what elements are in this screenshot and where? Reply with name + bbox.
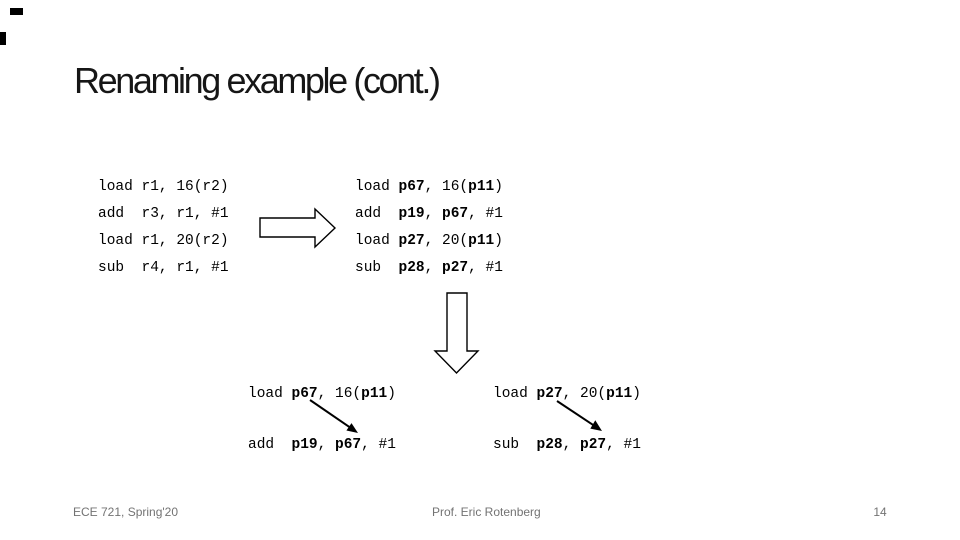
corner-mark-left bbox=[0, 32, 6, 45]
block-arrow-right-icon bbox=[259, 207, 337, 249]
page-title: Renaming example (cont.) bbox=[74, 60, 441, 101]
dependency-arrow-1 bbox=[309, 399, 358, 433]
code-line-chain2-2: sub p28, p27, #1 bbox=[493, 437, 641, 453]
block-arrow-down-icon bbox=[433, 292, 480, 375]
code-line-before-4: sub r4, r1, #1 bbox=[98, 260, 229, 276]
footer-course: ECE 721, Spring'20 bbox=[73, 505, 179, 519]
code-line-chain1-2: add p19, p67, #1 bbox=[248, 437, 396, 453]
code-line-chain1-1: load p67, 16(p11) bbox=[248, 386, 396, 402]
code-line-before-1: load r1, 16(r2) bbox=[98, 179, 229, 195]
dependency-arrow-1-head bbox=[346, 423, 358, 433]
code-line-after-1: load p67, 16(p11) bbox=[355, 179, 503, 195]
footer-author: Prof. Eric Rotenberg bbox=[432, 505, 541, 519]
dependency-arrow-2-head bbox=[590, 420, 602, 431]
corner-mark-top bbox=[10, 8, 23, 15]
code-line-before-2: add r3, r1, #1 bbox=[98, 206, 229, 222]
code-line-after-3: load p27, 20(p11) bbox=[355, 233, 503, 249]
code-line-after-2: add p19, p67, #1 bbox=[355, 206, 503, 222]
code-line-before-3: load r1, 20(r2) bbox=[98, 233, 229, 249]
footer-page-number: 14 bbox=[873, 505, 887, 519]
dependency-arrow-2 bbox=[556, 400, 602, 431]
dependency-arrow-2-shaft bbox=[556, 400, 595, 427]
dependency-arrow-1-shaft bbox=[309, 399, 351, 429]
code-line-after-4: sub p28, p27, #1 bbox=[355, 260, 503, 276]
code-line-chain2-1: load p27, 20(p11) bbox=[493, 386, 641, 402]
